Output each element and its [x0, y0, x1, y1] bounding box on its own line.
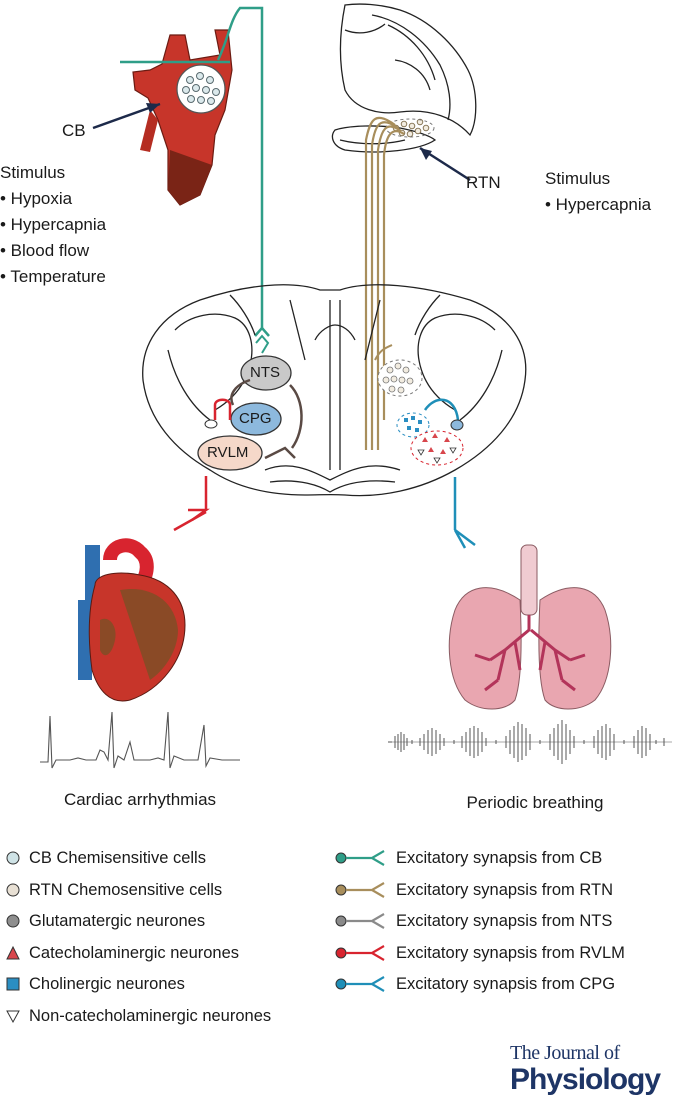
- stimulus-left-item: • Blood flow: [0, 241, 90, 260]
- triangle-down-icon: [6, 1010, 20, 1024]
- square-icon: [6, 977, 20, 991]
- legend-item-synapse-nts: Excitatory synapsis from NTS: [334, 909, 612, 933]
- legend-label: RTN Chemosensitive cells: [29, 880, 223, 899]
- synapse-icon: [335, 913, 385, 929]
- legend-item-catecholaminergic: Catecholaminergic neurones: [5, 941, 239, 965]
- journal-logo: The Journal of Physiology: [510, 1042, 680, 1096]
- medulla-cross-section: [142, 284, 527, 497]
- legend-label: Catecholaminergic neurones: [29, 943, 240, 962]
- circle-icon: [6, 914, 20, 928]
- legend-label: Glutamatergic neurones: [29, 911, 206, 930]
- journal-line-2: Physiology: [510, 1063, 661, 1096]
- circle-icon: [6, 883, 20, 897]
- stimulus-right-item: • Hypercapnia: [545, 195, 652, 214]
- label-rvlm: RVLM: [207, 444, 249, 461]
- synapse-icon: [335, 882, 385, 898]
- lungs-illustration: [448, 544, 612, 710]
- legend-item-cb-cells: CB Chemisensitive cells: [5, 846, 206, 870]
- legend-label: Excitatory synapsis from NTS: [396, 911, 613, 930]
- synapse-icon: [335, 850, 385, 866]
- stimulus-right-list: Stimulus • Hypercapnia: [545, 166, 651, 218]
- legend-item-synapse-rtn: Excitatory synapsis from RTN: [334, 878, 613, 902]
- legend-item-synapse-rvlm: Excitatory synapsis from RVLM: [334, 941, 625, 965]
- label-cpg: CPG: [239, 410, 272, 427]
- legend-item-synapse-cb: Excitatory synapsis from CB: [334, 846, 602, 870]
- legend-item-non-catecholaminergic: Non-catecholaminergic neurones: [5, 1004, 271, 1028]
- legend-item-rtn-cells: RTN Chemosensitive cells: [5, 878, 222, 902]
- legend-label: Excitatory synapsis from RTN: [396, 880, 613, 899]
- ecg-trace: [40, 711, 240, 769]
- legend-label: Cholinergic neurones: [29, 974, 185, 993]
- stimulus-left-item: • Hypercapnia: [0, 215, 107, 234]
- stimulus-left-item: • Hypoxia: [0, 189, 73, 208]
- legend-label: Excitatory synapsis from CPG: [396, 974, 616, 993]
- stimulus-left-title: Stimulus: [0, 163, 66, 182]
- stimulus-right-title: Stimulus: [545, 169, 611, 188]
- journal-line-1: The Journal of: [510, 1042, 620, 1064]
- legend-item-synapse-cpg: Excitatory synapsis from CPG: [334, 972, 615, 996]
- triangle-icon: [6, 945, 20, 960]
- breathing-trace: [388, 720, 672, 764]
- legend-label: Non-catecholaminergic neurones: [29, 1006, 272, 1025]
- heart-illustration: [78, 538, 186, 702]
- legend-synapses: Excitatory synapsis from CB Excitatory s…: [334, 846, 679, 996]
- legend-cells: CB Chemisensitive cells RTN Chemosensiti…: [5, 846, 335, 1026]
- legend-label: CB Chemisensitive cells: [29, 848, 206, 867]
- legend-item-glutamatergic: Glutamatergic neurones: [5, 909, 205, 933]
- label-nts: NTS: [250, 364, 280, 381]
- circle-icon: [6, 851, 20, 865]
- legend-label: Excitatory synapsis from CB: [396, 848, 603, 867]
- legend-item-cholinergic: Cholinergic neurones: [5, 972, 185, 996]
- label-cb: CB: [62, 121, 86, 140]
- label-cardiac-arrhythmias: Cardiac arrhythmias: [63, 790, 217, 809]
- label-rtn: RTN: [466, 173, 501, 192]
- stimulus-left-item: • Temperature: [0, 267, 106, 286]
- brainstem-upper-illustration: [331, 3, 477, 153]
- label-periodic-breathing: Periodic breathing: [466, 793, 604, 812]
- legend-label: Excitatory synapsis from RVLM: [396, 943, 625, 962]
- synapse-icon: [335, 945, 385, 961]
- carotid-artery-illustration: [120, 6, 270, 337]
- synapse-icon: [335, 976, 385, 992]
- stimulus-left-list: Stimulus • Hypoxia • Hypercapnia • Blood…: [0, 160, 106, 290]
